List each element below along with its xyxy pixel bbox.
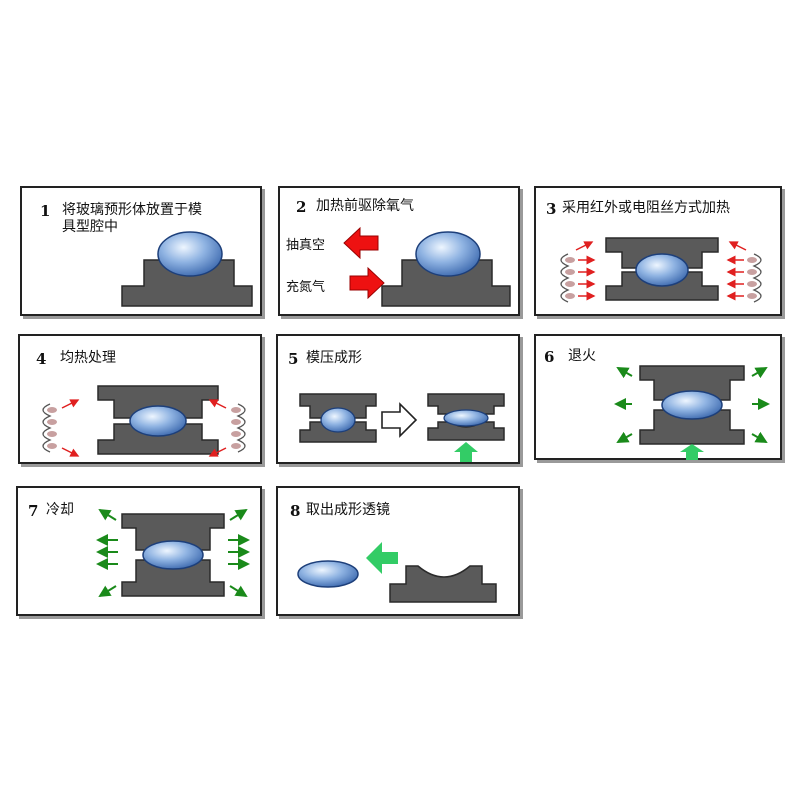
step-2-caption: 加热前驱除氧气 <box>316 198 414 214</box>
pressed-lens <box>443 409 489 427</box>
step-6-panel: 6 退火 <box>534 334 782 460</box>
glass-preform <box>635 253 689 287</box>
glass-preform <box>129 405 187 437</box>
heater-right-dots <box>747 257 757 299</box>
cooling-arrows <box>96 508 250 598</box>
nitrogen-label: 充氮气 <box>286 280 326 295</box>
step-3-panel: 3 采用红外或电阻丝方式加热 <box>534 186 782 316</box>
lower-mold <box>389 565 497 603</box>
step-1-caption-line2: 具型腔中 <box>62 219 118 235</box>
step-7-illustration <box>96 508 250 598</box>
step-2-illustration <box>343 226 511 307</box>
step-7-number: 7 <box>28 502 39 520</box>
nitrogen-arrow <box>349 266 385 300</box>
heater-left <box>42 403 52 453</box>
step-1-caption-line1: 将玻璃预形体放置于模 <box>62 202 202 218</box>
step-4-number: 4 <box>36 350 47 368</box>
vacuum-arrow <box>343 226 379 260</box>
vacuum-label: 抽真空 <box>286 238 326 253</box>
step-7-caption: 冷却 <box>46 502 74 518</box>
remove-arrow <box>366 542 398 574</box>
heat-arrows-left <box>575 241 596 301</box>
glass-preform <box>415 231 481 277</box>
heat-arrows-right <box>726 241 747 301</box>
step-7-panel: 7 冷却 <box>16 486 262 616</box>
press-arrow <box>454 442 478 462</box>
step-6-caption: 退火 <box>568 348 596 364</box>
step-1-panel: 1 将玻璃预形体放置于模 具型腔中 <box>20 186 262 316</box>
lower-mold-closed <box>427 421 505 441</box>
step-8-illustration <box>297 542 497 603</box>
heater-right-dots <box>231 407 241 449</box>
step-8-number: 8 <box>290 502 301 520</box>
lens <box>661 390 723 420</box>
step-5-caption: 模压成形 <box>306 350 362 366</box>
step-1-illustration <box>121 231 253 307</box>
step-6-illustration <box>614 365 770 460</box>
step-5-panel: 5 模压成形 <box>276 334 520 464</box>
step-4-illustration <box>42 385 246 457</box>
glass-preform <box>320 407 356 433</box>
heater-right <box>752 253 762 303</box>
heater-left-dots <box>565 257 575 299</box>
step-4-panel: 4 均热处理 <box>18 334 262 464</box>
heat-arrows-left <box>61 399 80 457</box>
press-arrow <box>680 444 704 460</box>
lens <box>142 540 204 570</box>
step-8-caption: 取出成形透镜 <box>306 502 390 518</box>
heater-left-dots <box>47 407 57 449</box>
heater-right <box>236 403 246 453</box>
process-arrow <box>381 402 418 438</box>
step-6-number: 6 <box>544 348 555 366</box>
cooling-arrows <box>614 367 770 443</box>
step-3-number: 3 <box>546 200 557 218</box>
formed-lens <box>297 560 359 588</box>
step-8-panel: 8 取出成形透镜 <box>276 486 520 616</box>
step-1-number: 1 <box>40 202 51 220</box>
step-5-illustration <box>299 393 505 462</box>
heater-left <box>560 253 570 303</box>
step-3-caption: 采用红外或电阻丝方式加热 <box>562 200 730 216</box>
step-2-number: 2 <box>296 198 307 216</box>
step-5-number: 5 <box>288 350 299 368</box>
step-4-caption: 均热处理 <box>60 350 116 366</box>
glass-preform <box>157 231 223 277</box>
step-3-illustration <box>560 237 762 303</box>
step-2-panel: 2 加热前驱除氧气 抽真空 充氮气 <box>278 186 520 316</box>
heat-arrows-right <box>208 399 227 457</box>
